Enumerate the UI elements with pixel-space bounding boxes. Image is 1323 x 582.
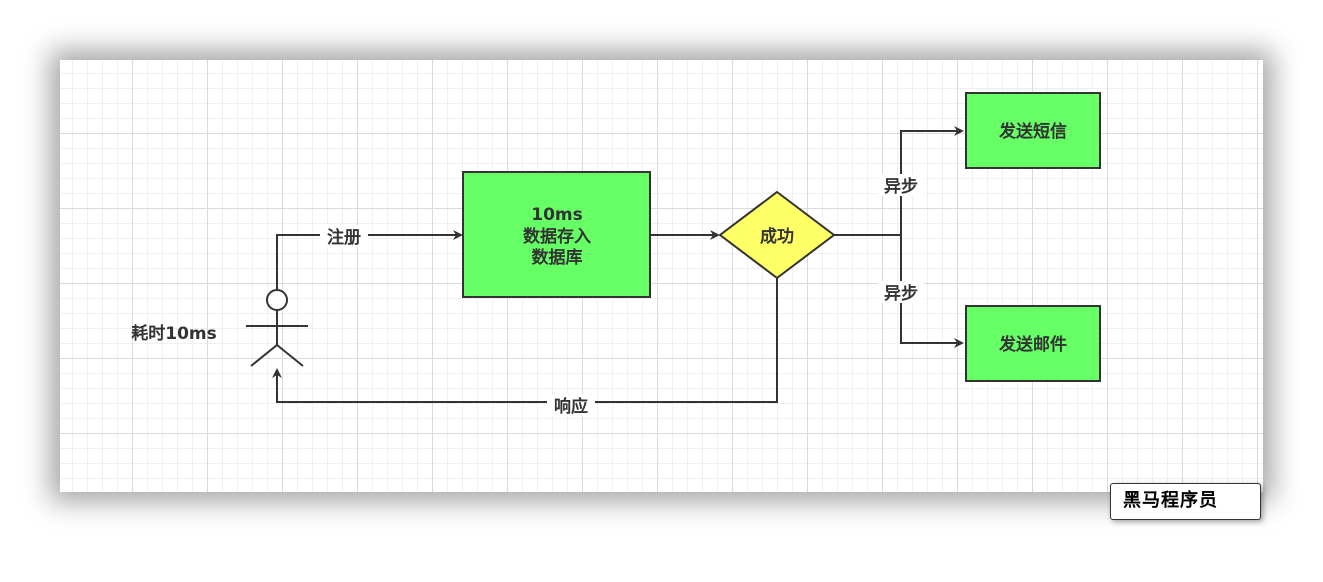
async-top-label-bg bbox=[878, 174, 924, 196]
watermark-badge: 黑马程序员 bbox=[1110, 483, 1261, 520]
send-email-label: 发送邮件 bbox=[998, 334, 1067, 355]
send-sms-node bbox=[965, 92, 1101, 169]
actor-left-leg bbox=[250, 344, 278, 367]
register-label-bg bbox=[320, 225, 368, 247]
response-label-bg bbox=[547, 394, 595, 416]
response-edge bbox=[272, 278, 778, 403]
store-db-line3: 数据库 bbox=[532, 247, 583, 268]
store-db-time: 10ms bbox=[531, 205, 583, 225]
async-bottom-label-bg bbox=[878, 281, 924, 303]
user-actor bbox=[246, 289, 308, 367]
store-db-node bbox=[462, 171, 651, 298]
success-label: 成功 bbox=[760, 226, 794, 247]
send-email-node bbox=[965, 305, 1101, 382]
register-label: 注册 bbox=[327, 227, 361, 248]
async-bottom-label: 异步 bbox=[884, 283, 918, 304]
actor-right-leg bbox=[276, 344, 304, 367]
register-edge bbox=[276, 230, 463, 290]
store-db-line2: 数据存入 bbox=[523, 226, 591, 247]
async-sms-edge bbox=[900, 126, 964, 235]
async-top-label: 异步 bbox=[884, 176, 918, 197]
actor-label: 耗时10ms bbox=[131, 323, 217, 344]
send-sms-label: 发送短信 bbox=[998, 121, 1067, 142]
response-label: 响应 bbox=[554, 396, 588, 417]
actor-head bbox=[266, 289, 288, 311]
async-email-edge bbox=[900, 235, 964, 348]
